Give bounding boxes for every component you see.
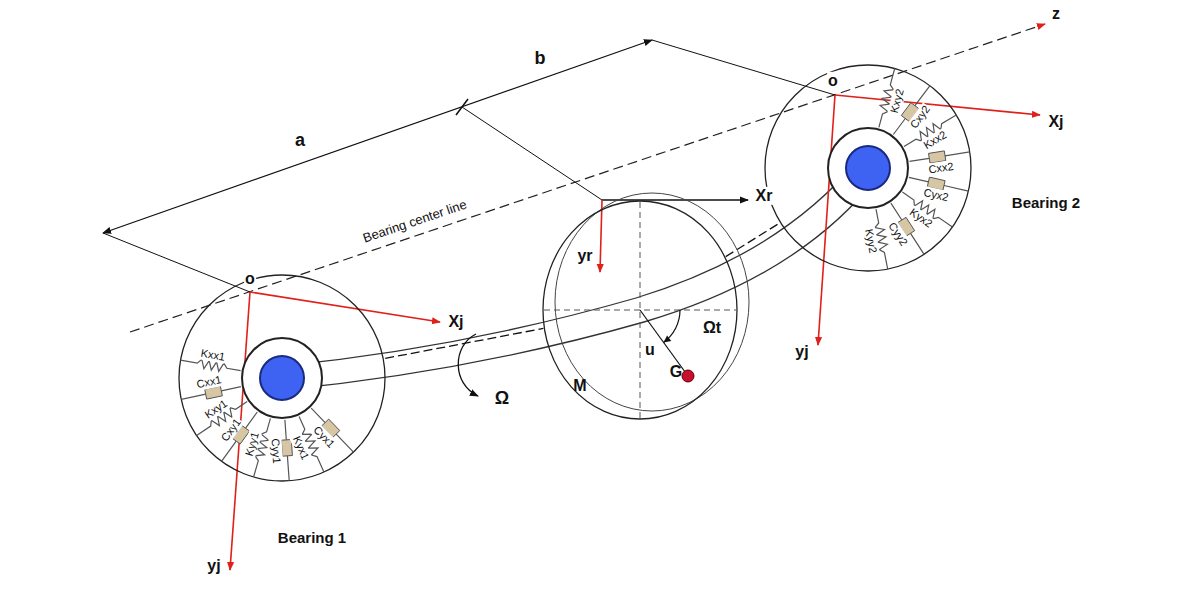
disk-back [555,193,749,411]
axis-label: Xj [1047,113,1064,131]
damping-label: Cyy1 [269,437,283,465]
bearing-title: Bearing 1 [277,529,347,546]
bearing-circle: Kxx1Cxx1Kxy1Cxy1Kyy1Cyy1Kyx1Cyx1Bearing … [177,273,387,483]
extension-line [103,233,250,292]
shaft-centerline [385,328,543,358]
dimension-label: b [534,48,547,69]
shaft-centerline [726,224,779,257]
center-line [130,24,1045,332]
dimension-line [103,40,652,233]
angle-arrowhead [664,336,672,343]
stiffness-label: Kxy1 [202,397,231,422]
node-outline [542,200,738,420]
mass-center [682,370,694,382]
rotor-symbol: G [669,363,683,381]
shaft-outline [282,160,858,366]
journal [260,356,304,400]
axis-label: yr [576,247,593,265]
axis-label: yj [206,557,221,575]
stiffness-label: Kxx2 [921,128,950,152]
bearing-housing [179,275,385,481]
rotor-disk: Mu ΩtG [542,200,738,420]
journal-ring [242,338,322,418]
x-axis [602,199,748,201]
angle-arc [664,310,681,342]
stiffness-label: Kyy2 [862,227,879,255]
bearing-circle: Kxy2Cxy2Kxx2Cxx2Cyx2Kyx2Cyy2Kyy2Bearing … [763,63,973,273]
x-axis [835,95,1040,115]
bearing-title: Bearing 2 [1011,194,1081,211]
axis-label: o [244,270,256,288]
journal-ring [828,128,908,208]
y-axis [818,95,835,345]
damper-rod [181,387,241,400]
axis-label: Ω [494,388,510,409]
axis-label: yj [794,343,809,361]
dimension-label: a [294,130,306,151]
rotor-symbol: M [572,377,587,395]
axis-label: z [1051,5,1061,23]
journal [846,146,890,190]
stiffness-label: Kxx1 [199,346,227,363]
axis-caption: Bearing center line [360,197,469,246]
disk-front [543,201,737,419]
shaft-outline [282,176,878,390]
damping-label: Cyx2 [921,186,950,204]
rotor-symbol: Ωt [702,319,722,337]
axis-label: Xj [447,313,464,331]
bearing-housing [765,65,971,271]
rotor-symbol: u [644,341,656,359]
extension-line [462,107,602,200]
axis-label: o [827,72,839,90]
axis-label: Xr [755,187,774,205]
dimension-tick [456,99,468,115]
extension-line [652,40,835,95]
rotation-arrow [458,334,478,396]
